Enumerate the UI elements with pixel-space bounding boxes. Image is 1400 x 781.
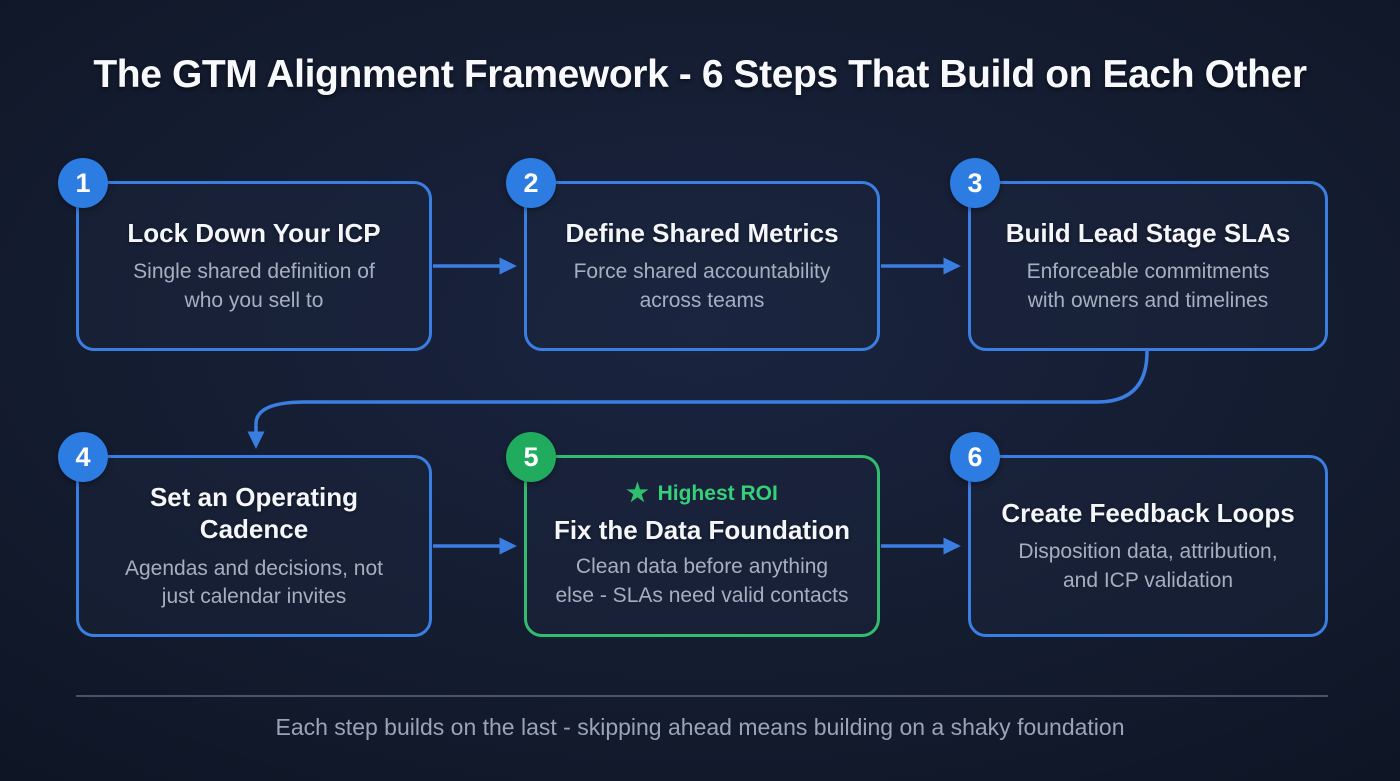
step-6-subtitle: Disposition data, attribution, and ICP v… xyxy=(1018,540,1278,592)
arrow-step3-step4-icon xyxy=(247,350,1149,449)
footer-divider xyxy=(76,695,1328,697)
step-5-subtitle: Clean data before anything else - SLAs n… xyxy=(555,555,849,607)
highest-roi-label: ★ Highest ROI xyxy=(626,478,778,507)
footer-note: Each step builds on the last - skipping … xyxy=(275,714,1125,740)
step-2-number-badge: 2 xyxy=(506,158,556,208)
step-box-2: 2 Define Shared Metrics Force shared acc… xyxy=(506,158,880,351)
step-6-number-badge: 6 xyxy=(950,432,1000,482)
step-6-title: Create Feedback Loops xyxy=(1001,497,1295,528)
step-2-subtitle: Force shared accountability across teams xyxy=(573,260,831,312)
highest-roi-text: Highest ROI xyxy=(657,482,778,506)
step-1-number-badge: 1 xyxy=(58,158,108,208)
step-3-number-badge: 3 xyxy=(950,158,1000,208)
step-3-title: Build Lead Stage SLAs xyxy=(1005,217,1291,248)
step-box-5: 5 ★ Highest ROI Fix the Data Foundation … xyxy=(506,432,880,637)
step-box-4: 4 Set an Operating Cadence Agendas and d… xyxy=(58,432,432,637)
step-4-title: Set an Operating Cadence xyxy=(149,481,359,545)
step-3-subtitle: Enforceable commitments with owners and … xyxy=(1026,260,1270,312)
step-5-number-badge: 5 xyxy=(506,432,556,482)
step-box-3: 3 Build Lead Stage SLAs Enforceable comm… xyxy=(950,158,1328,351)
step-box-6: 6 Create Feedback Loops Disposition data… xyxy=(950,432,1328,637)
star-icon: ★ xyxy=(626,478,649,507)
step-4-number-badge: 4 xyxy=(58,432,108,482)
step-5-title: Fix the Data Foundation xyxy=(553,514,851,545)
step-4-subtitle: Agendas and decisions, not just calendar… xyxy=(124,556,384,608)
step-2-title: Define Shared Metrics xyxy=(565,217,839,248)
step-1-subtitle: Single shared definition of who you sell… xyxy=(133,260,375,312)
page-title: The GTM Alignment Framework - 6 Steps Th… xyxy=(93,53,1307,96)
step-1-title: Lock Down Your ICP xyxy=(127,217,381,248)
step-box-1: 1 Lock Down Your ICP Single shared defin… xyxy=(58,158,432,351)
